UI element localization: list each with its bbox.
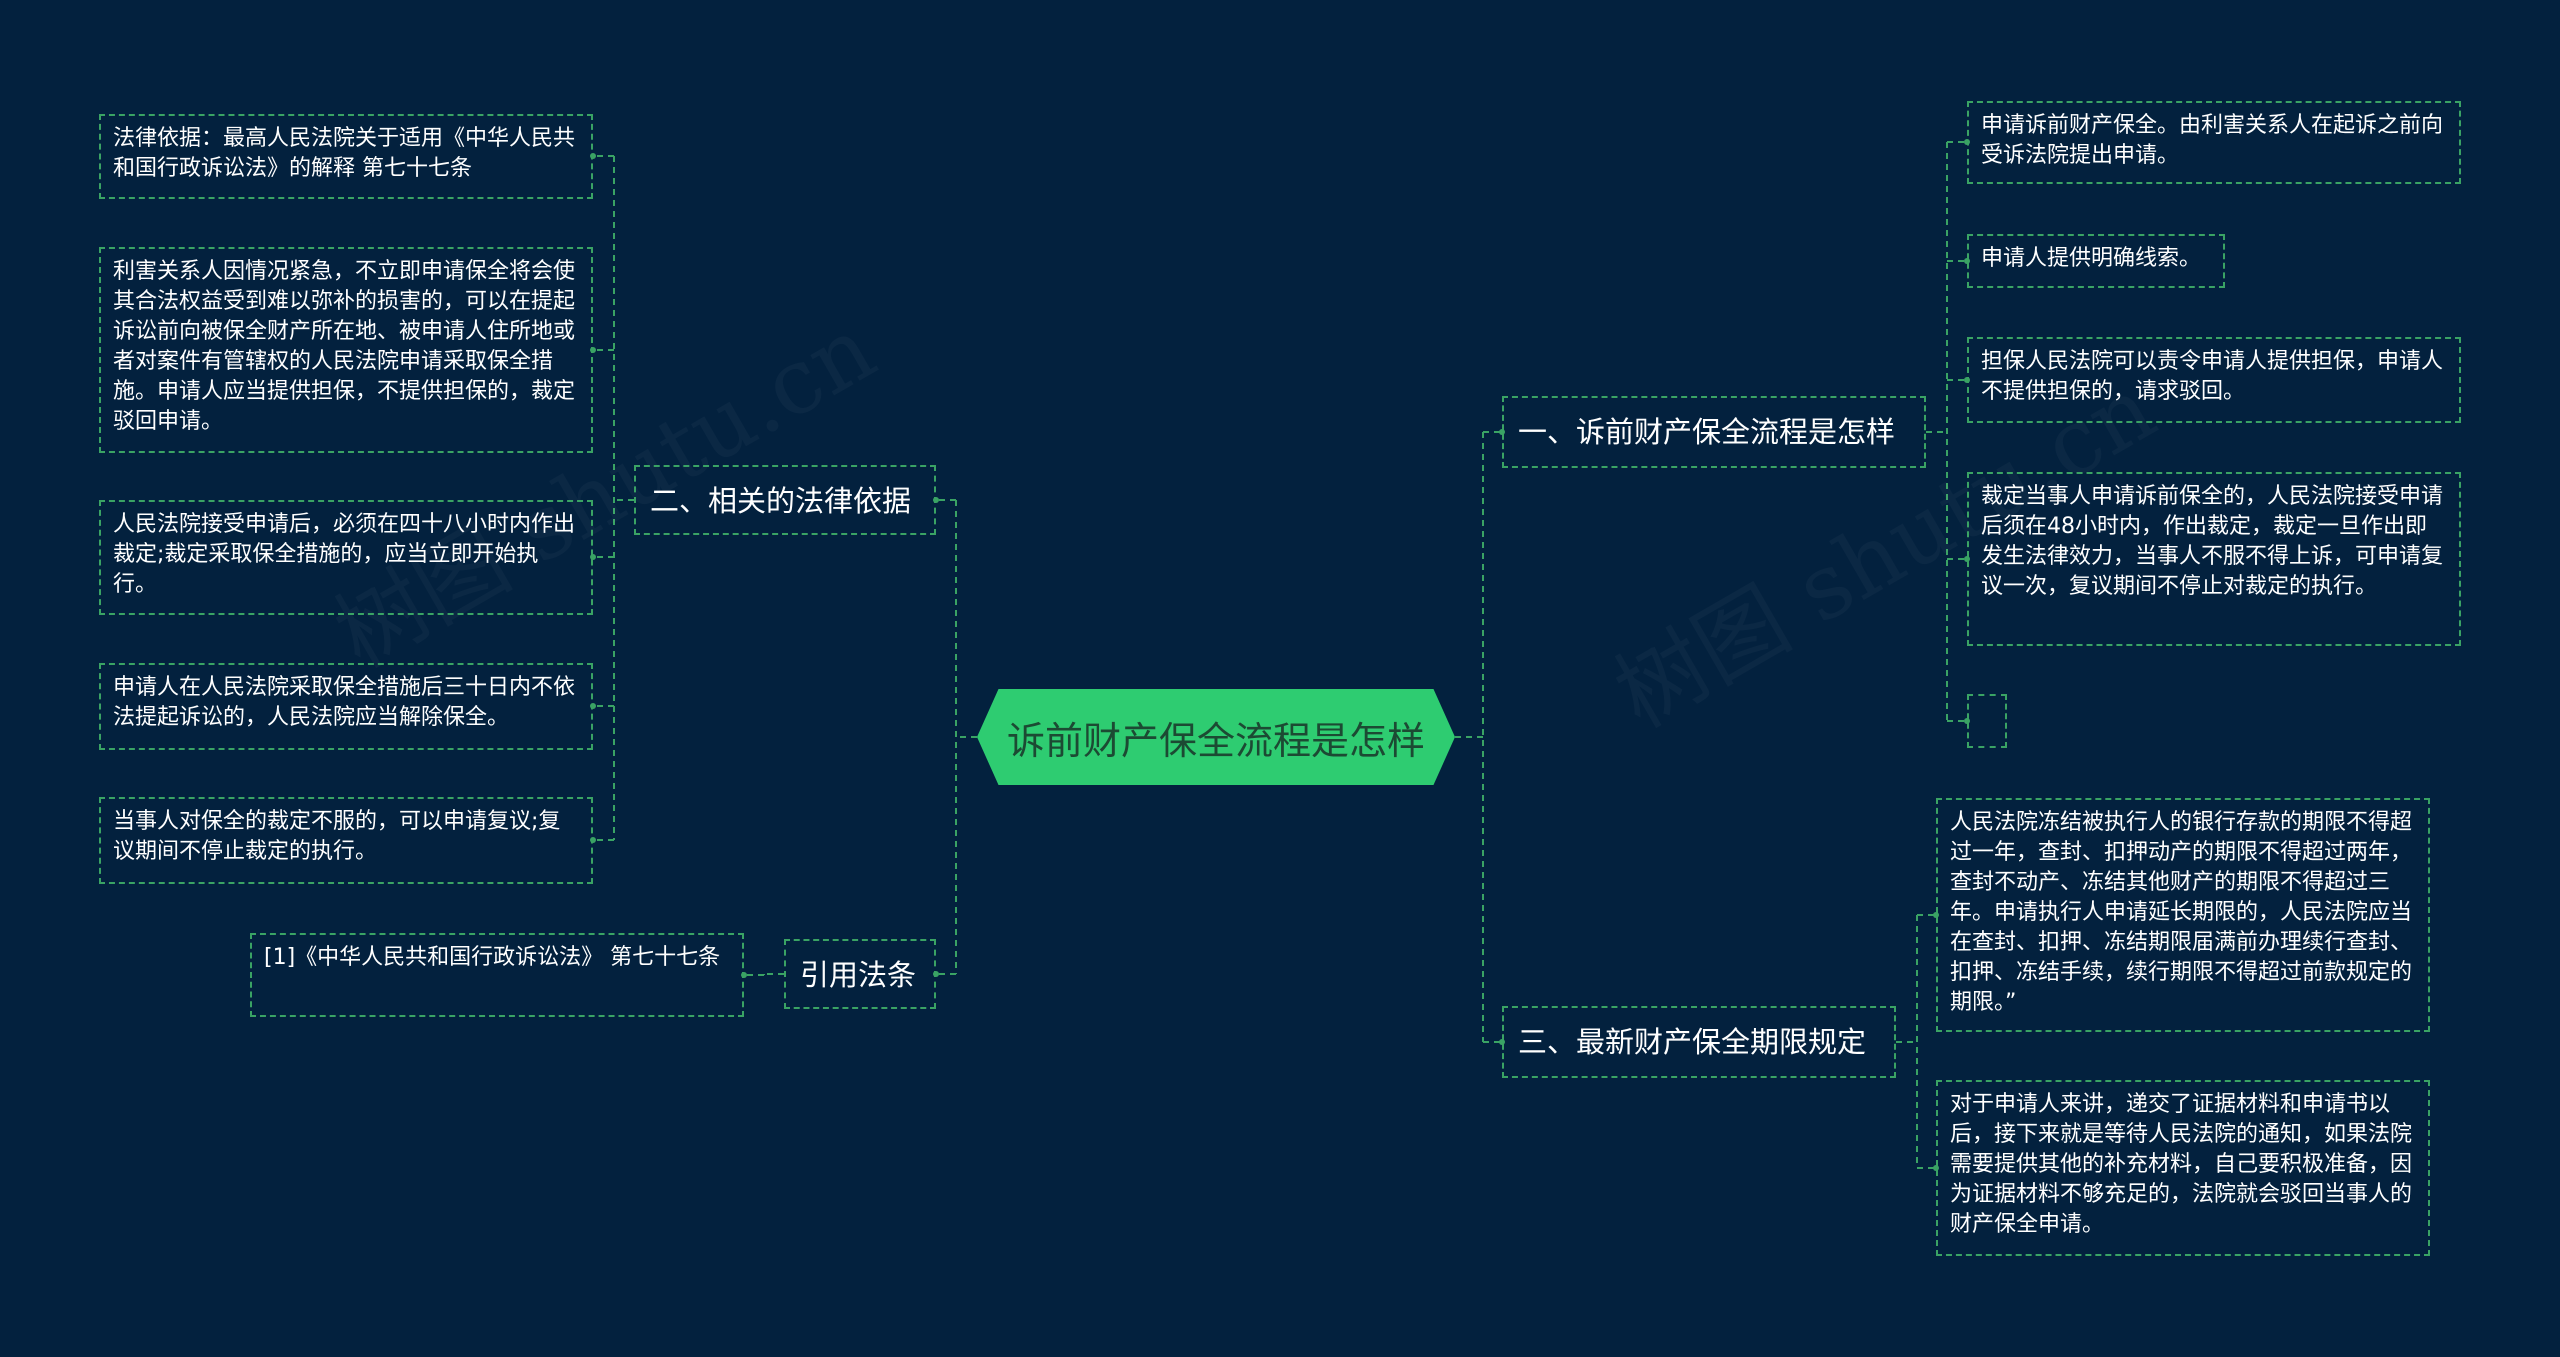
leaf-basis-review[interactable]: 当事人对保全的裁定不服的，可以申请复议;复议期间不停止裁定的执行。 xyxy=(99,797,593,884)
root-topic[interactable]: 诉前财产保全流程是怎样 xyxy=(977,689,1455,785)
leaf-process-guarantee[interactable]: 担保人民法院可以责令申请人提供担保，申请人不提供担保的，请求驳回。 xyxy=(1967,337,2461,423)
leaf-process-apply[interactable]: 申请诉前财产保全。由利害关系人在起诉之前向受诉法院提出申请。 xyxy=(1967,101,2461,184)
leaf-process-clues[interactable]: 申请人提供明确线索。 xyxy=(1967,234,2225,288)
leaf-basis-48-hours[interactable]: 人民法院接受申请后，必须在四十八小时内作出裁定;裁定采取保全措施的，应当立即开始… xyxy=(99,500,593,615)
branch-cited-law[interactable]: 引用法条 xyxy=(784,939,936,1009)
leaf-term-limits[interactable]: 人民法院冻结被执行人的银行存款的期限不得超过一年，查封、扣押动产的期限不得超过两… xyxy=(1936,798,2430,1032)
leaf-process-empty[interactable] xyxy=(1967,694,2007,748)
leaf-term-applicant[interactable]: 对于申请人来讲，递交了证据材料和申请书以后，接下来就是等待人民法院的通知，如果法… xyxy=(1936,1080,2430,1256)
leaf-basis-emergency[interactable]: 利害关系人因情况紧急，不立即申请保全将会使其合法权益受到难以弥补的损害的，可以在… xyxy=(99,247,593,453)
branch-litigation-process[interactable]: 一、诉前财产保全流程是怎样 xyxy=(1502,396,1926,468)
leaf-cited-article[interactable]: [1]《中华人民共和国行政诉讼法》 第七十七条 xyxy=(250,933,744,1017)
branch-preservation-term[interactable]: 三、最新财产保全期限规定 xyxy=(1502,1006,1896,1078)
leaf-basis-source[interactable]: 法律依据：最高人民法院关于适用《中华人民共和国行政诉讼法》的解释 第七十七条 xyxy=(99,114,593,199)
leaf-basis-30-days[interactable]: 申请人在人民法院采取保全措施后三十日内不依法提起诉讼的，人民法院应当解除保全。 xyxy=(99,663,593,750)
leaf-process-ruling[interactable]: 裁定当事人申请诉前保全的，人民法院接受申请后须在48小时内，作出裁定，裁定一旦作… xyxy=(1967,472,2461,646)
branch-legal-basis[interactable]: 二、相关的法律依据 xyxy=(634,465,936,535)
